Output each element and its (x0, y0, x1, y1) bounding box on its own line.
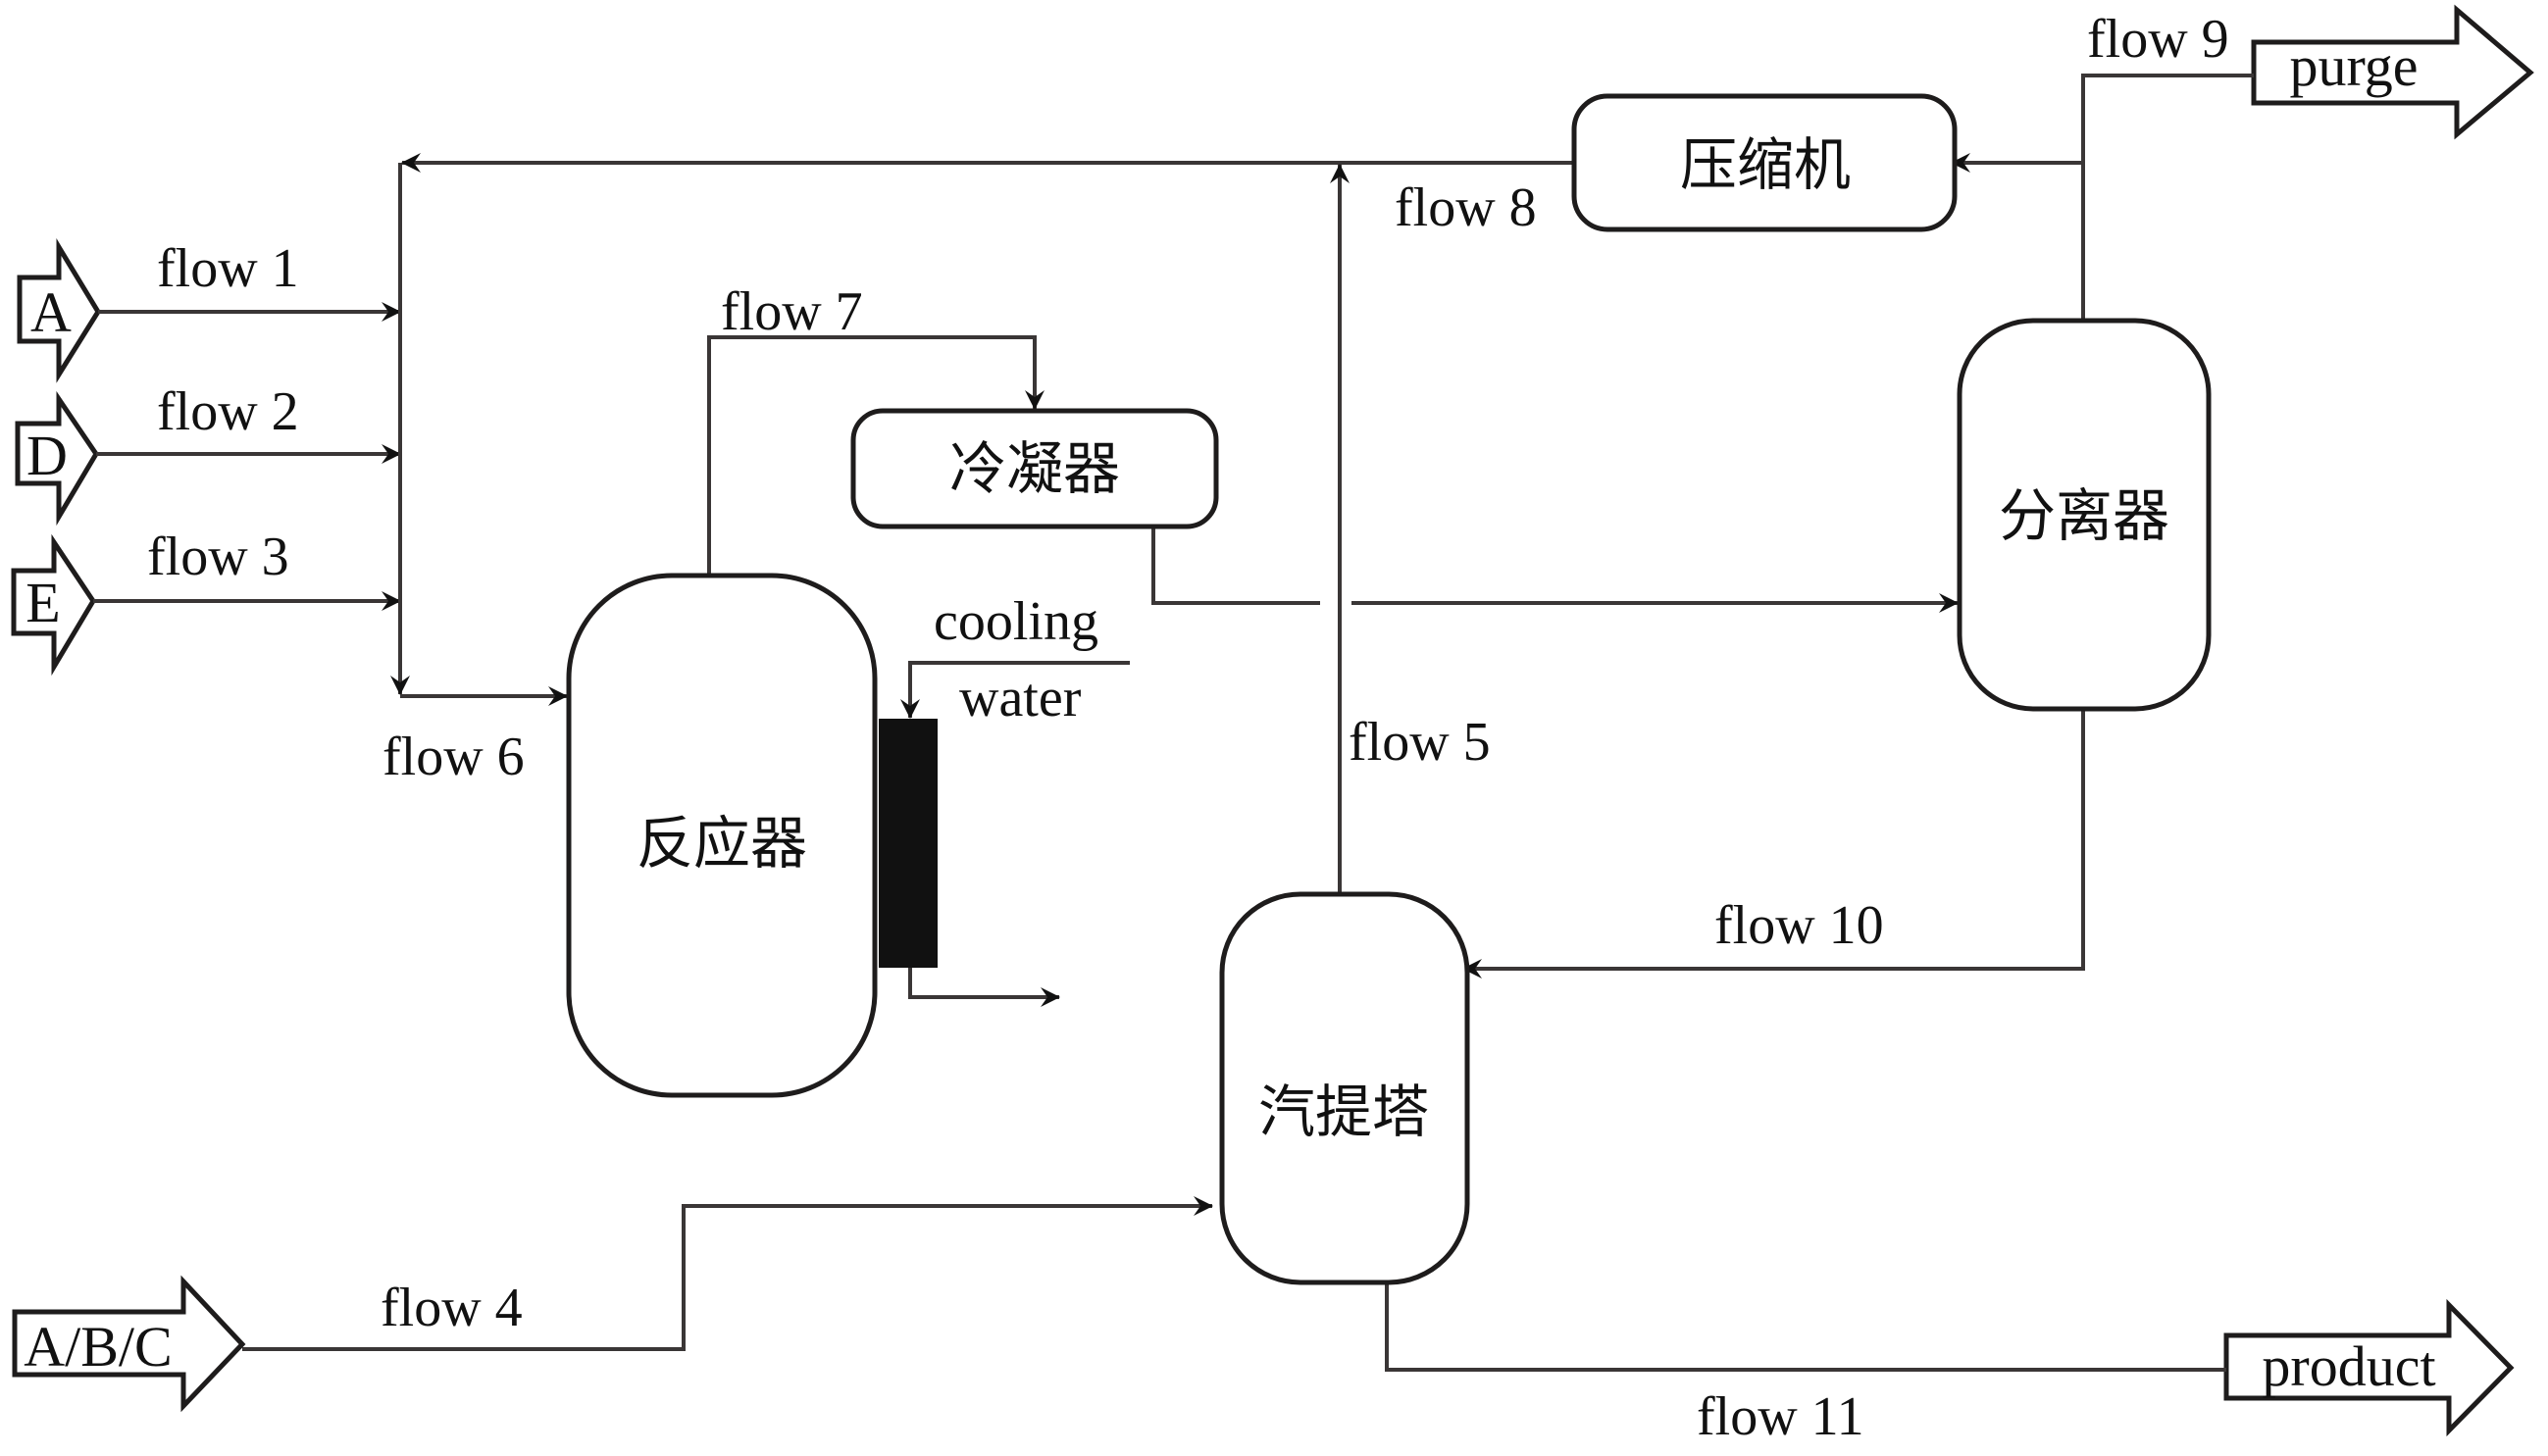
output-arrow-product: product (2223, 1298, 2515, 1437)
feed-arrow-D: D (15, 390, 99, 527)
stream-flow-11 (1385, 1280, 2226, 1372)
feed-arrow-A: A (17, 238, 101, 383)
reactor-unit: 反应器 (566, 573, 878, 1098)
label-cooling: cooling (934, 591, 1098, 652)
feed-E-label: E (25, 571, 60, 634)
product-label: product (2262, 1334, 2435, 1398)
label-flow-9: flow 9 (2087, 9, 2229, 70)
feed-D-label: D (26, 424, 68, 487)
label-flow-11: flow 11 (1697, 1386, 1864, 1447)
label-flow-3: flow 3 (147, 527, 289, 587)
feed-ABC-label: A/B/C (24, 1315, 173, 1379)
feed-arrow-ABC: A/B/C (12, 1275, 246, 1413)
purge-label: purge (2289, 34, 2418, 98)
label-flow-7: flow 7 (721, 281, 863, 342)
cooling-water-inlet (900, 661, 1130, 719)
stream-flow-4 (242, 1196, 1213, 1351)
reactor-label: 反应器 (637, 810, 807, 877)
label-flow-8: flow 8 (1395, 177, 1537, 238)
separator-label: 分离器 (1999, 482, 2169, 549)
label-flow-5: flow 5 (1349, 712, 1491, 773)
stripper-label: 汽提塔 (1258, 1079, 1429, 1145)
condenser-label: 冷凝器 (949, 435, 1120, 502)
cooling-jacket (879, 719, 938, 968)
stream-condenser-out-a (1151, 525, 1320, 605)
label-water: water (959, 668, 1082, 728)
feed-arrow-E: E (11, 533, 96, 677)
compressor-label: 压缩机 (1680, 131, 1851, 198)
feed-A-label: A (30, 280, 72, 344)
compressor-unit: 压缩机 (1571, 93, 1958, 232)
label-flow-2: flow 2 (157, 381, 299, 442)
label-flow-10: flow 10 (1714, 895, 1884, 956)
stream-flow-7 (707, 335, 1045, 574)
stream-flow-9 (2081, 74, 2254, 319)
condenser-unit: 冷凝器 (850, 408, 1219, 529)
cooling-water-outlet (908, 968, 1060, 1007)
label-flow-1: flow 1 (157, 238, 299, 299)
label-flow-4: flow 4 (381, 1278, 523, 1338)
stripper-unit: 汽提塔 (1219, 891, 1470, 1285)
stream-flow-10 (1462, 708, 2085, 979)
output-arrow-purge: purge (2251, 4, 2534, 140)
separator-unit: 分离器 (1957, 318, 2212, 712)
label-flow-6: flow 6 (382, 727, 525, 787)
